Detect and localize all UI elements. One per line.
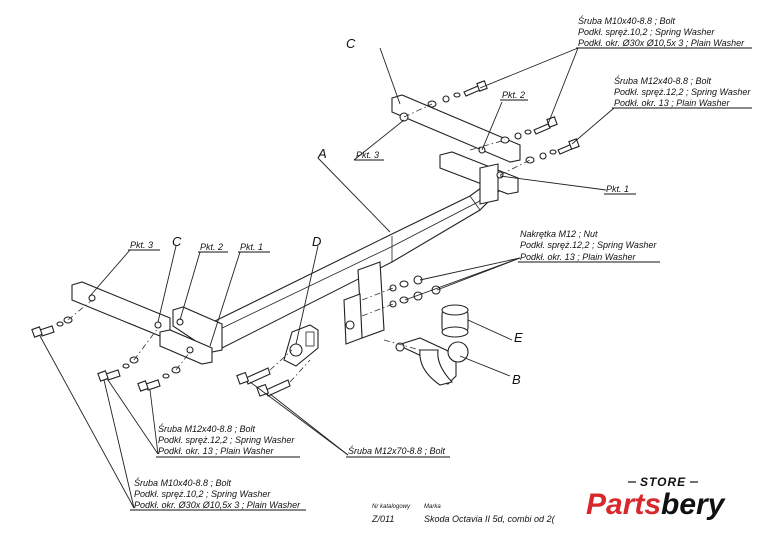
part-label-d: D [312,234,321,249]
logo-parts-word: Parts [586,488,661,521]
label-right-bolt: Śruba M12x40-8.8 ; Bolt Podkł. spręż.12,… [614,75,751,108]
bottom-bolt-line-1: Śruba M10x40-8.8 ; Bolt [134,477,232,488]
vehicle-model: Skoda Octavia II 5d, combi od 2( [424,514,556,524]
pkt1-label-right: Pkt. 1 [606,184,629,194]
bottom-bolt-line-2: Podkł. spręż.10,2 ; Spring Washer [134,489,271,499]
top-bolt-line-1: Śruba M10x40-8.8 ; Bolt [578,15,676,26]
part-label-b: B [512,372,521,387]
top-bolt-line-3: Podkł. okr. Ø30x Ø10,5x 3 ; Plain Washer [578,38,745,48]
logo-store-text: STORE [640,475,686,489]
title-block: Nr katalogowy Marka Z/011 Skoda Octavia … [371,504,556,524]
bottom-bolt-line-3: Podkł. okr. Ø30x Ø10,5x 3 ; Plain Washer [134,500,301,510]
part-label-c-left: C [172,234,182,249]
logo-bery-word: bery [661,488,726,521]
mid-bolt-line-3: Podkł. okr. 13 ; Plain Washer [158,446,275,456]
leader-lines [39,47,752,511]
pkt2-label-top: Pkt. 2 [502,90,525,100]
top-bolt-line-2: Podkł. spręż.10,2 ; Spring Washer [578,27,715,37]
label-mid-bolt: Śruba M12x40-8.8 ; Bolt Podkł. spręż.12,… [158,423,295,456]
right-bolt-line-1: Śruba M12x40-8.8 ; Bolt [614,75,712,86]
mid-bolt-line-1: Śruba M12x40-8.8 ; Bolt [158,423,256,434]
label-bottom-bolt: Śruba M10x40-8.8 ; Bolt Podkł. spręż.10,… [134,477,301,510]
right-bolt-line-3: Podkł. okr. 13 ; Plain Washer [614,98,731,108]
assembly-axes [67,103,531,383]
part-label-a: A [317,146,327,161]
nut-line-3: Podkł. okr. 13 ; Plain Washer [520,252,637,262]
ball-mount-plate-d [283,261,385,367]
catalog-number: Z/011 [371,514,394,524]
pkt3-label-left: Pkt. 3 [130,240,153,250]
partsbery-logo: STORE Partsbery [586,475,726,521]
logo-parts-text: Partsbery [586,488,726,521]
label-m12x70-bolt: Śruba M12x70-8.8 ; Bolt [348,445,446,456]
catalog-number-caption: Nr katalogowy [372,504,411,510]
right-bolt-line-2: Podkł. spręż.12,2 ; Spring Washer [614,87,751,97]
nut-line-1: Nakrętka M12 ; Nut [520,229,598,239]
tow-ball-assembly [395,304,469,386]
right-side-bracket [391,94,521,205]
left-side-bracket [71,281,223,365]
part-label-c-top: C [346,36,356,51]
pkt2-label-left: Pkt. 2 [200,242,223,252]
pkt1-label-left: Pkt. 1 [240,242,263,252]
nut-line-2: Podkł. spręż.12,2 ; Spring Washer [520,240,657,250]
pkt3-label-top: Pkt. 3 [356,150,379,160]
part-label-e: E [514,330,523,345]
label-top-bolt: Śruba M10x40-8.8 ; Bolt Podkł. spręż.10,… [578,15,745,48]
label-nut: Nakrętka M12 ; Nut Podkł. spręż.12,2 ; S… [520,229,657,262]
mid-bolt-line-2: Podkł. spręż.12,2 ; Spring Washer [158,435,295,445]
brand-caption: Marka [424,504,441,510]
